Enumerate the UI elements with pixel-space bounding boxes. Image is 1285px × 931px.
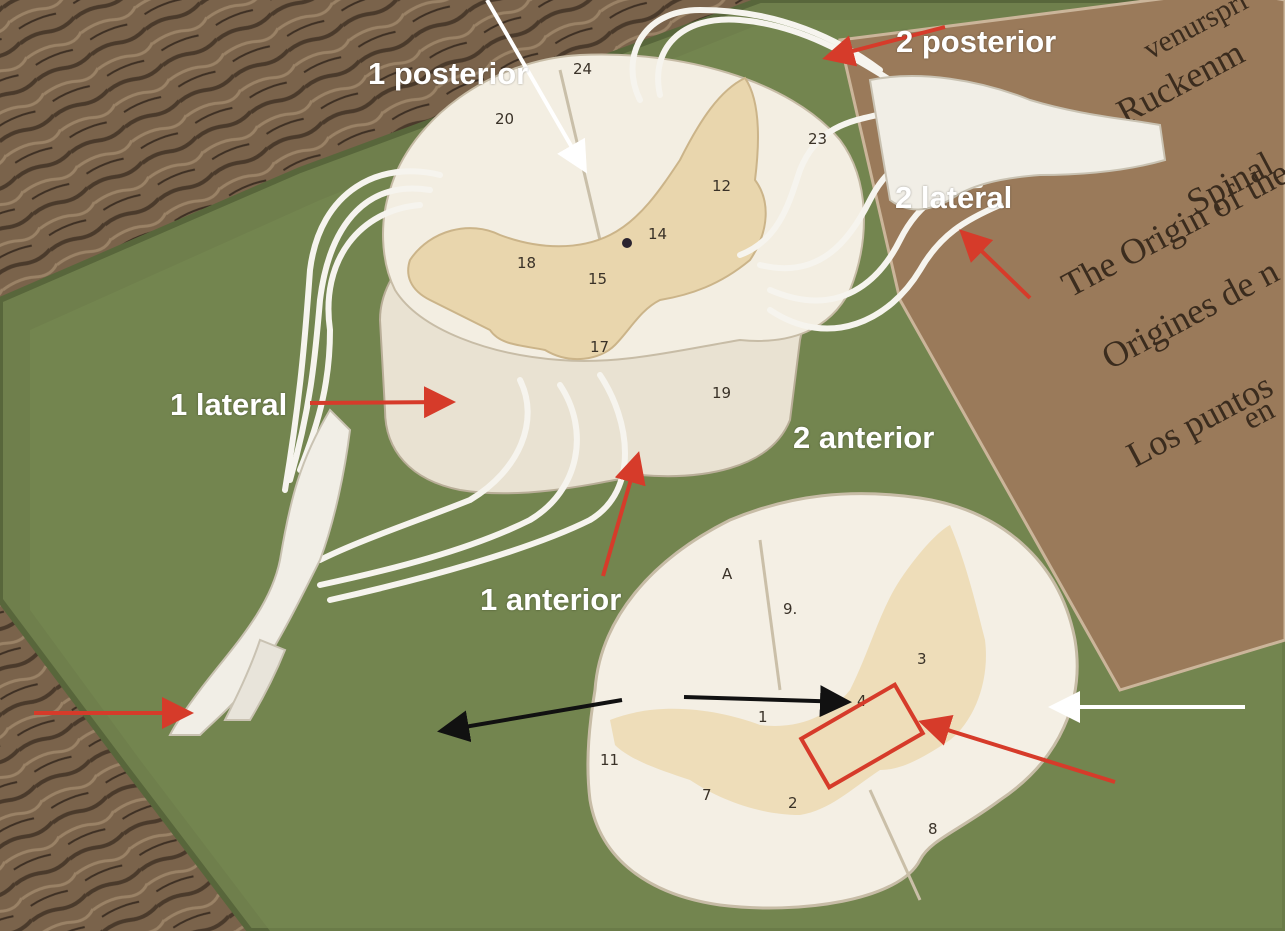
model-number: 7: [702, 786, 712, 804]
model-number: 15: [588, 270, 607, 288]
red-arrow-box: [918, 715, 1116, 784]
model-number: 8: [928, 820, 938, 838]
red-arrow-anterior-1: [601, 451, 646, 577]
label-2-lateral: 2 lateral: [895, 180, 1013, 215]
black-arrow-left: [437, 698, 623, 743]
model-number: A: [722, 565, 733, 583]
model-number: 9.: [783, 600, 797, 618]
model-number: 4: [857, 692, 867, 710]
red-arrow-lateral-2: [959, 229, 1032, 300]
label-2-anterior: 2 anterior: [793, 420, 935, 455]
model-number: 18: [517, 254, 536, 272]
model-number: 12: [712, 177, 731, 195]
model-number: 24: [573, 60, 592, 78]
spinal-segment-upper: [168, 6, 1167, 736]
red-arrow-lateral-1: [309, 386, 456, 419]
black-arrow-center: [683, 685, 852, 718]
label-1-lateral: 1 lateral: [170, 387, 288, 422]
model-number: 23: [808, 130, 827, 148]
white-arrow-posterior: [485, 0, 587, 174]
annotation-arrows: [34, 0, 1245, 784]
model-number: 11: [600, 751, 619, 769]
label-1-anterior: 1 anterior: [480, 582, 622, 617]
red-arrow-posterior-2: [822, 25, 946, 67]
model-number: 14: [648, 225, 667, 243]
model-number: 2: [788, 794, 798, 812]
label-1-posterior: 1 posterior: [368, 56, 529, 91]
model-number: 20: [495, 110, 514, 128]
model-number: 1: [758, 708, 768, 726]
model-number: 17: [590, 338, 609, 356]
model-number: 3: [917, 650, 927, 668]
label-2-posterior: 2 posterior: [896, 24, 1057, 59]
model-numbers: 24 20 23 12 18 14 15 17 19 9. A 11 7 1 2…: [495, 60, 938, 838]
model-number: 19: [712, 384, 731, 402]
